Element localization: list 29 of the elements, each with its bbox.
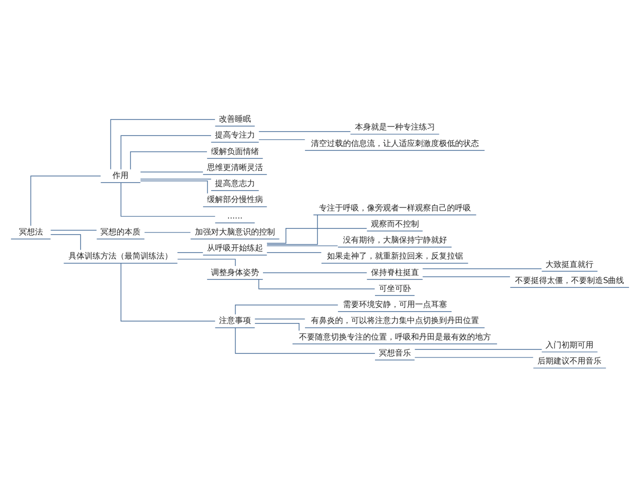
connector xyxy=(234,304,338,315)
connector xyxy=(144,232,191,233)
connector xyxy=(258,139,306,140)
connector xyxy=(50,230,97,231)
connector xyxy=(414,357,534,358)
connector xyxy=(266,252,322,253)
connector xyxy=(422,276,510,278)
connector xyxy=(266,245,338,246)
connector xyxy=(234,328,376,354)
connector xyxy=(266,228,368,244)
connector xyxy=(262,272,368,274)
connector xyxy=(258,279,376,290)
connector xyxy=(254,318,306,320)
connector xyxy=(30,176,102,226)
connector xyxy=(120,182,216,217)
connector xyxy=(50,234,81,250)
connector xyxy=(130,151,208,170)
connector xyxy=(177,252,204,253)
connector xyxy=(110,119,216,170)
connector xyxy=(422,268,542,270)
connector xyxy=(258,131,351,132)
connector xyxy=(120,262,216,322)
connector xyxy=(266,214,318,245)
connector xyxy=(140,180,208,194)
connector xyxy=(120,135,212,170)
connector xyxy=(177,258,236,266)
connector xyxy=(254,322,300,331)
connector xyxy=(140,178,212,180)
connector xyxy=(414,349,542,350)
